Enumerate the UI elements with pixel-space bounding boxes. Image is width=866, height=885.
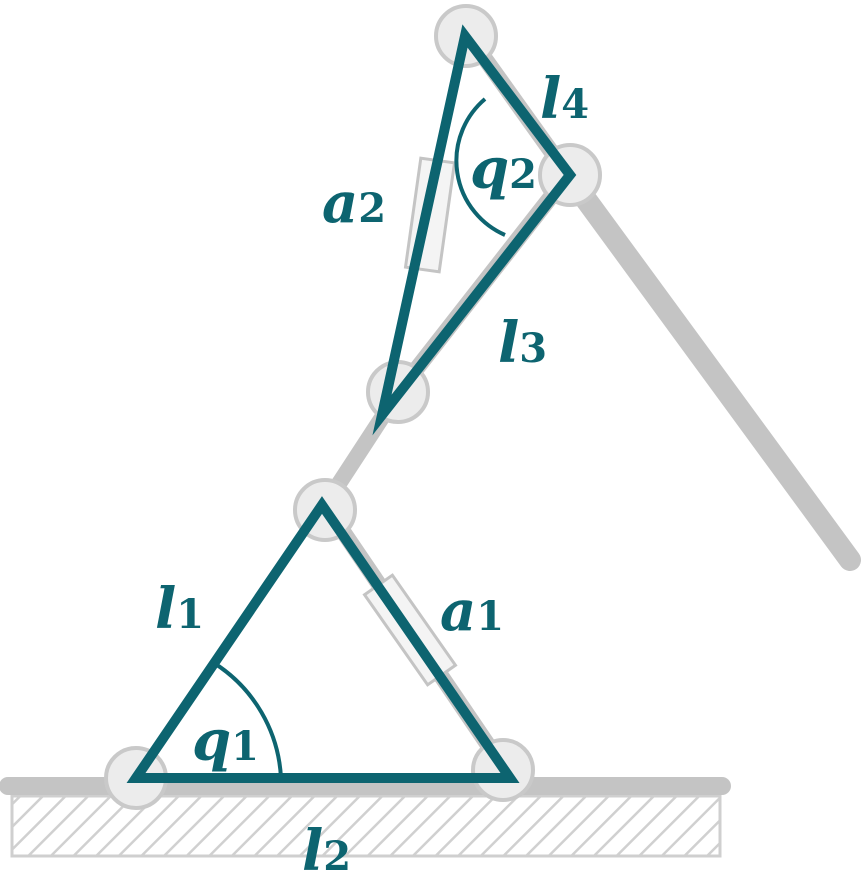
ground-hatch xyxy=(10,794,722,858)
label-l2: l2 xyxy=(302,818,351,884)
label-q1: q1 xyxy=(192,708,259,774)
lower-triangle xyxy=(126,496,520,783)
label-q2: q2 xyxy=(470,136,537,202)
angle-arc-q2 xyxy=(454,97,506,237)
upper-triangle xyxy=(372,24,577,436)
label-a1: a1 xyxy=(440,578,504,644)
link-arm xyxy=(557,164,861,571)
label-a2: a2 xyxy=(322,170,386,236)
angle-arcs xyxy=(212,97,506,779)
label-l4: l4 xyxy=(540,66,589,132)
label-l3: l3 xyxy=(498,310,547,376)
angle-arc-q1 xyxy=(212,661,283,779)
triangles xyxy=(126,24,577,783)
labels: l1 l2 l3 l4 a1 a2 q1 q2 xyxy=(155,66,589,884)
label-l1: l1 xyxy=(155,576,204,642)
